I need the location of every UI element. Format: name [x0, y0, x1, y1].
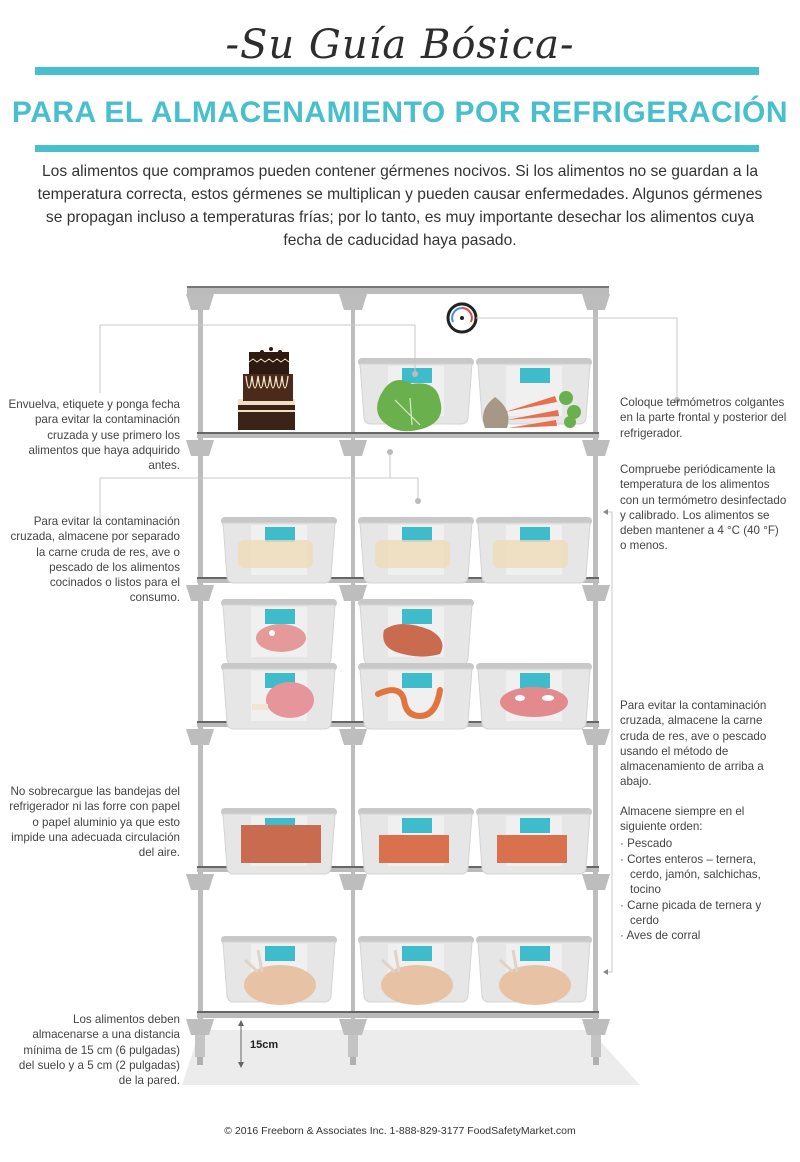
bin-ground-3 — [475, 807, 593, 875]
beef-steak-icon — [383, 624, 443, 657]
callout-lines — [99, 317, 678, 973]
clearance-label: 15cm — [250, 1039, 278, 1051]
bin-garlic-carrots — [475, 357, 593, 428]
post-right — [593, 300, 598, 1020]
garlic-icon — [482, 397, 509, 428]
footer-copyright: © 2016 Freeborn & Associates Inc. 1-888-… — [224, 1125, 576, 1137]
order-item: Carne picada de ternera y cerdo — [620, 898, 788, 929]
bin-fish-2 — [357, 516, 475, 584]
intro-paragraph: Los alimentos que compramos pueden conte… — [37, 163, 763, 249]
pork-chop-icon — [500, 687, 568, 717]
order-intro: Almacene siempre en el siguiente orden: — [620, 804, 745, 834]
bin-pork-chop — [475, 662, 593, 730]
chicken-icon — [381, 965, 453, 1005]
refrigerator-shelving-illustration: 15cm — [99, 286, 680, 1085]
ground-meat-icon — [497, 835, 567, 863]
bin-ham-steak — [220, 598, 338, 666]
bin-beef-steak — [357, 598, 475, 666]
chicken-icon — [499, 965, 571, 1005]
note-thermometers: Coloque termómetros colgantes en la part… — [620, 396, 787, 440]
note-separate-raw: Para evitar la contaminación cruzada, al… — [10, 515, 180, 605]
post-middle — [351, 300, 355, 1020]
bin-fish-1 — [220, 516, 338, 584]
sausage-icon — [375, 687, 443, 720]
bin-ham-leg — [220, 662, 338, 730]
shelf-1 — [186, 432, 610, 456]
page-title: PARA EL ALMACENAMIENTO POR REFRIGERACIÓN — [11, 96, 789, 129]
thermometer-icon — [446, 302, 478, 334]
fish-icon — [493, 540, 568, 568]
shelf-bottom — [186, 1011, 610, 1065]
clearance-dimension — [238, 1020, 244, 1068]
bin-sausage — [357, 662, 475, 730]
ham-steak-icon — [256, 624, 306, 652]
carrot-icon — [505, 391, 581, 428]
note-top-down: Para evitar la contaminación cruzada, al… — [620, 698, 788, 943]
bin-chicken-2 — [357, 935, 475, 1005]
top-down-text: Para evitar la contaminación cruzada, al… — [620, 699, 767, 789]
script-title: -Su Guía Bósica- — [225, 22, 575, 68]
bin-lettuce — [357, 357, 475, 432]
ham-leg-icon — [266, 682, 314, 718]
fish-icon — [375, 540, 450, 568]
order-item: Cortes enteros – ternera, cerdo, jamón, … — [620, 852, 788, 898]
note-check-temperature: Compruebe periódicamente la temperatura … — [620, 463, 787, 553]
order-item: Pescado — [620, 836, 788, 851]
bin-ground-1 — [220, 807, 338, 875]
lettuce-icon — [377, 380, 442, 432]
storage-order-list: Pescado Cortes enteros – ternera, cerdo,… — [620, 836, 788, 943]
floor-shadow — [182, 1030, 640, 1085]
ground-meat-icon — [379, 835, 449, 863]
order-item: Aves de corral — [620, 928, 788, 943]
bin-chicken-3 — [475, 935, 593, 1005]
post-left — [198, 300, 203, 1020]
fish-icon — [238, 540, 313, 568]
bin-chicken-1 — [220, 935, 338, 1005]
chicken-icon — [244, 965, 316, 1005]
note-wrap-label: Envuelva, etiquete y ponga fecha para ev… — [8, 398, 180, 473]
title-divider — [35, 145, 759, 152]
shelf-top — [186, 286, 610, 310]
top-divider — [35, 67, 759, 75]
bin-ground-2 — [357, 807, 475, 875]
note-do-not-overload: No sobrecargue las bandejas del refriger… — [9, 785, 180, 860]
bin-fish-3 — [475, 516, 593, 584]
note-floor-clearance: Los alimentos deben almacenarse a una di… — [18, 1013, 180, 1088]
cake-icon — [238, 347, 295, 430]
ground-meat-icon — [241, 825, 321, 863]
